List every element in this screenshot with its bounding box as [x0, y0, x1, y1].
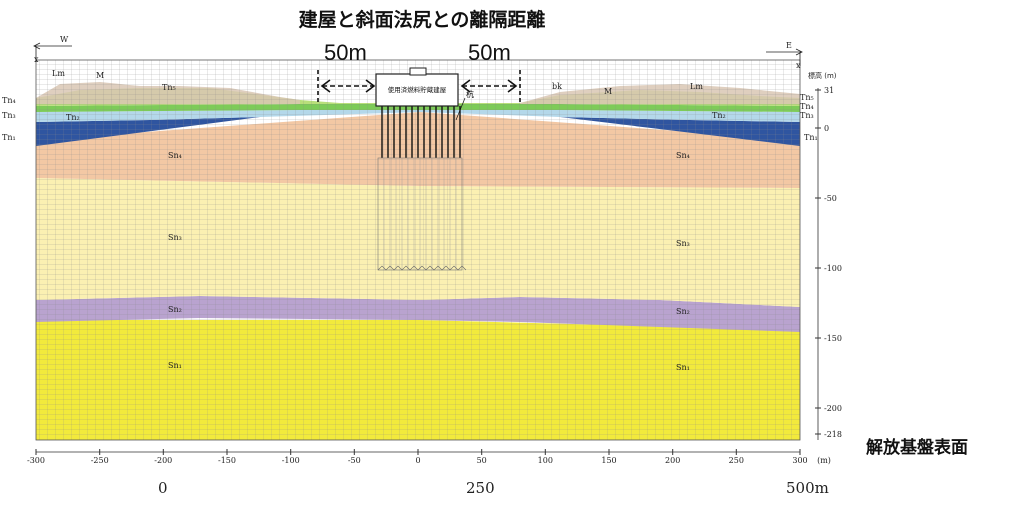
- elev-tick: -218: [824, 430, 842, 439]
- label-tn1-left: Tn₁: [2, 133, 16, 142]
- x-tick: -100: [282, 456, 300, 465]
- elev-tick: -50: [824, 194, 837, 203]
- label-tn1-right: Tn₁: [804, 133, 818, 142]
- label-tn2-left: Tn₂: [66, 113, 80, 122]
- offset-dimension-right: [460, 70, 521, 104]
- elev-tick: 0: [824, 124, 829, 133]
- pile-group: [381, 106, 461, 158]
- x-tick: 150: [601, 456, 616, 465]
- x-tick: 300: [792, 456, 807, 465]
- west-label: W: [60, 35, 69, 44]
- elev-tick: -150: [824, 334, 842, 343]
- x-tick: -300: [27, 456, 45, 465]
- offset-left-label: 50m: [324, 40, 367, 65]
- label-m-right: M: [604, 87, 612, 96]
- pile-label: 杭: [466, 89, 474, 99]
- x-tick: -150: [218, 456, 236, 465]
- elev-tick: -100: [824, 264, 842, 273]
- x-tick: 200: [665, 456, 680, 465]
- x-axis: -300 -250 -200 -150 -100 -50 0 50 100 15…: [27, 449, 831, 465]
- zigzag-boundary: [377, 265, 467, 271]
- offset-right-label: 50m: [468, 40, 511, 65]
- label-lm-right: Lm: [690, 82, 703, 91]
- label-bk-right: bk: [552, 82, 562, 91]
- elev-tick: 31: [824, 86, 834, 95]
- scale-label-end: 500m: [786, 479, 829, 497]
- elev-tick: -200: [824, 404, 842, 413]
- x-tick: 250: [729, 456, 744, 465]
- elevation-axis-title: 標高 (m): [808, 71, 837, 80]
- building: 使用済燃料貯蔵建屋: [375, 67, 459, 107]
- east-marker: [766, 48, 803, 66]
- label-tn3-left: Tn₃: [2, 111, 16, 120]
- label-tn5-left: Tn₅: [162, 83, 176, 92]
- label-sn4-left: Sn₄: [168, 151, 182, 160]
- west-marker: [33, 42, 72, 62]
- label-tn4-left: Tn₄: [2, 96, 16, 105]
- label-sn1-right: Sn₁: [676, 363, 690, 372]
- offset-dimension-left: [317, 70, 376, 104]
- scale-label-mid: 250: [466, 479, 495, 497]
- x-tick: -200: [154, 456, 172, 465]
- label-lm-left: Lm: [52, 69, 65, 78]
- x-axis-unit: (m): [817, 456, 831, 465]
- x-tick: 100: [538, 456, 553, 465]
- label-m-left: M: [96, 71, 104, 80]
- x-label-left: x: [34, 55, 39, 64]
- x-tick: 0: [415, 456, 420, 465]
- bedrock-surface-label: 解放基盤表面: [866, 438, 968, 458]
- label-tn3-right: Tn₃: [800, 111, 814, 120]
- building-label: 使用済燃料貯蔵建屋: [388, 85, 447, 94]
- label-sn2-left: Sn₂: [168, 305, 182, 314]
- x-tick: -50: [348, 456, 361, 465]
- label-sn1-left: Sn₁: [168, 361, 182, 370]
- label-sn2-right: Sn₂: [676, 307, 690, 316]
- label-tn2-right: Tn₂: [712, 111, 726, 120]
- page-title: 建屋と斜面法尻との離隔距離: [298, 9, 546, 31]
- label-tn4-right: Tn₄: [800, 102, 814, 111]
- label-sn4-right: Sn₄: [676, 151, 690, 160]
- east-label: E: [786, 41, 792, 50]
- x-label-right: x: [796, 61, 801, 70]
- pile-leader: [455, 97, 466, 121]
- x-tick: -250: [91, 456, 109, 465]
- section-frame: [35, 59, 801, 441]
- x-tick: 50: [477, 456, 487, 465]
- fine-mesh-lines: [383, 158, 457, 270]
- label-sn3-right: Sn₃: [676, 239, 690, 248]
- scale-label-start: 0: [158, 479, 168, 497]
- label-sn3-left: Sn₃: [168, 233, 182, 242]
- elevation-axis: 標高 (m) 31 0 -50 -100 -150 -200 -218: [808, 71, 842, 440]
- label-tn5-right: Tn₅: [800, 93, 814, 102]
- geology-labels: Lm M Tn₅ Tn₄ Tn₃ Tn₂ Tn₁ bk M Lm Tn₅ Tn₄…: [2, 69, 818, 372]
